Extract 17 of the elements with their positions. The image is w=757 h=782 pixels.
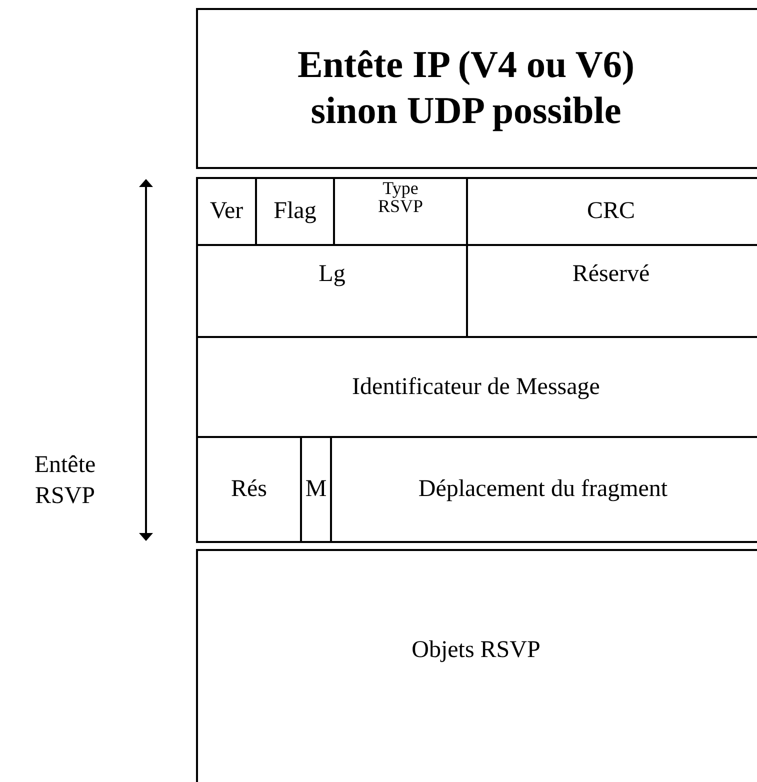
- field-label: Réservé: [572, 260, 650, 289]
- field-label: Objets RSVP: [412, 636, 540, 665]
- objects-box: [196, 549, 757, 782]
- field-cell: [196, 177, 257, 246]
- field-label: Lg: [318, 260, 346, 289]
- bracket-label: Entête RSVP: [33, 451, 97, 512]
- field-label: CRC: [586, 197, 636, 226]
- field-label: Déplacement du fragment: [418, 475, 668, 504]
- ip-header-box: [196, 8, 757, 169]
- header-title: Entête IP (V4 ou V6) sinon UDP possible: [296, 42, 636, 134]
- field-label: Identificateur de Message: [352, 372, 600, 402]
- field-label: M: [305, 475, 327, 504]
- field-label: Type RSVP: [376, 179, 424, 215]
- field-label: Flag: [274, 197, 316, 226]
- field-cell: [196, 436, 302, 543]
- field-label: Ver: [210, 197, 244, 226]
- field-label: Rés: [231, 475, 267, 504]
